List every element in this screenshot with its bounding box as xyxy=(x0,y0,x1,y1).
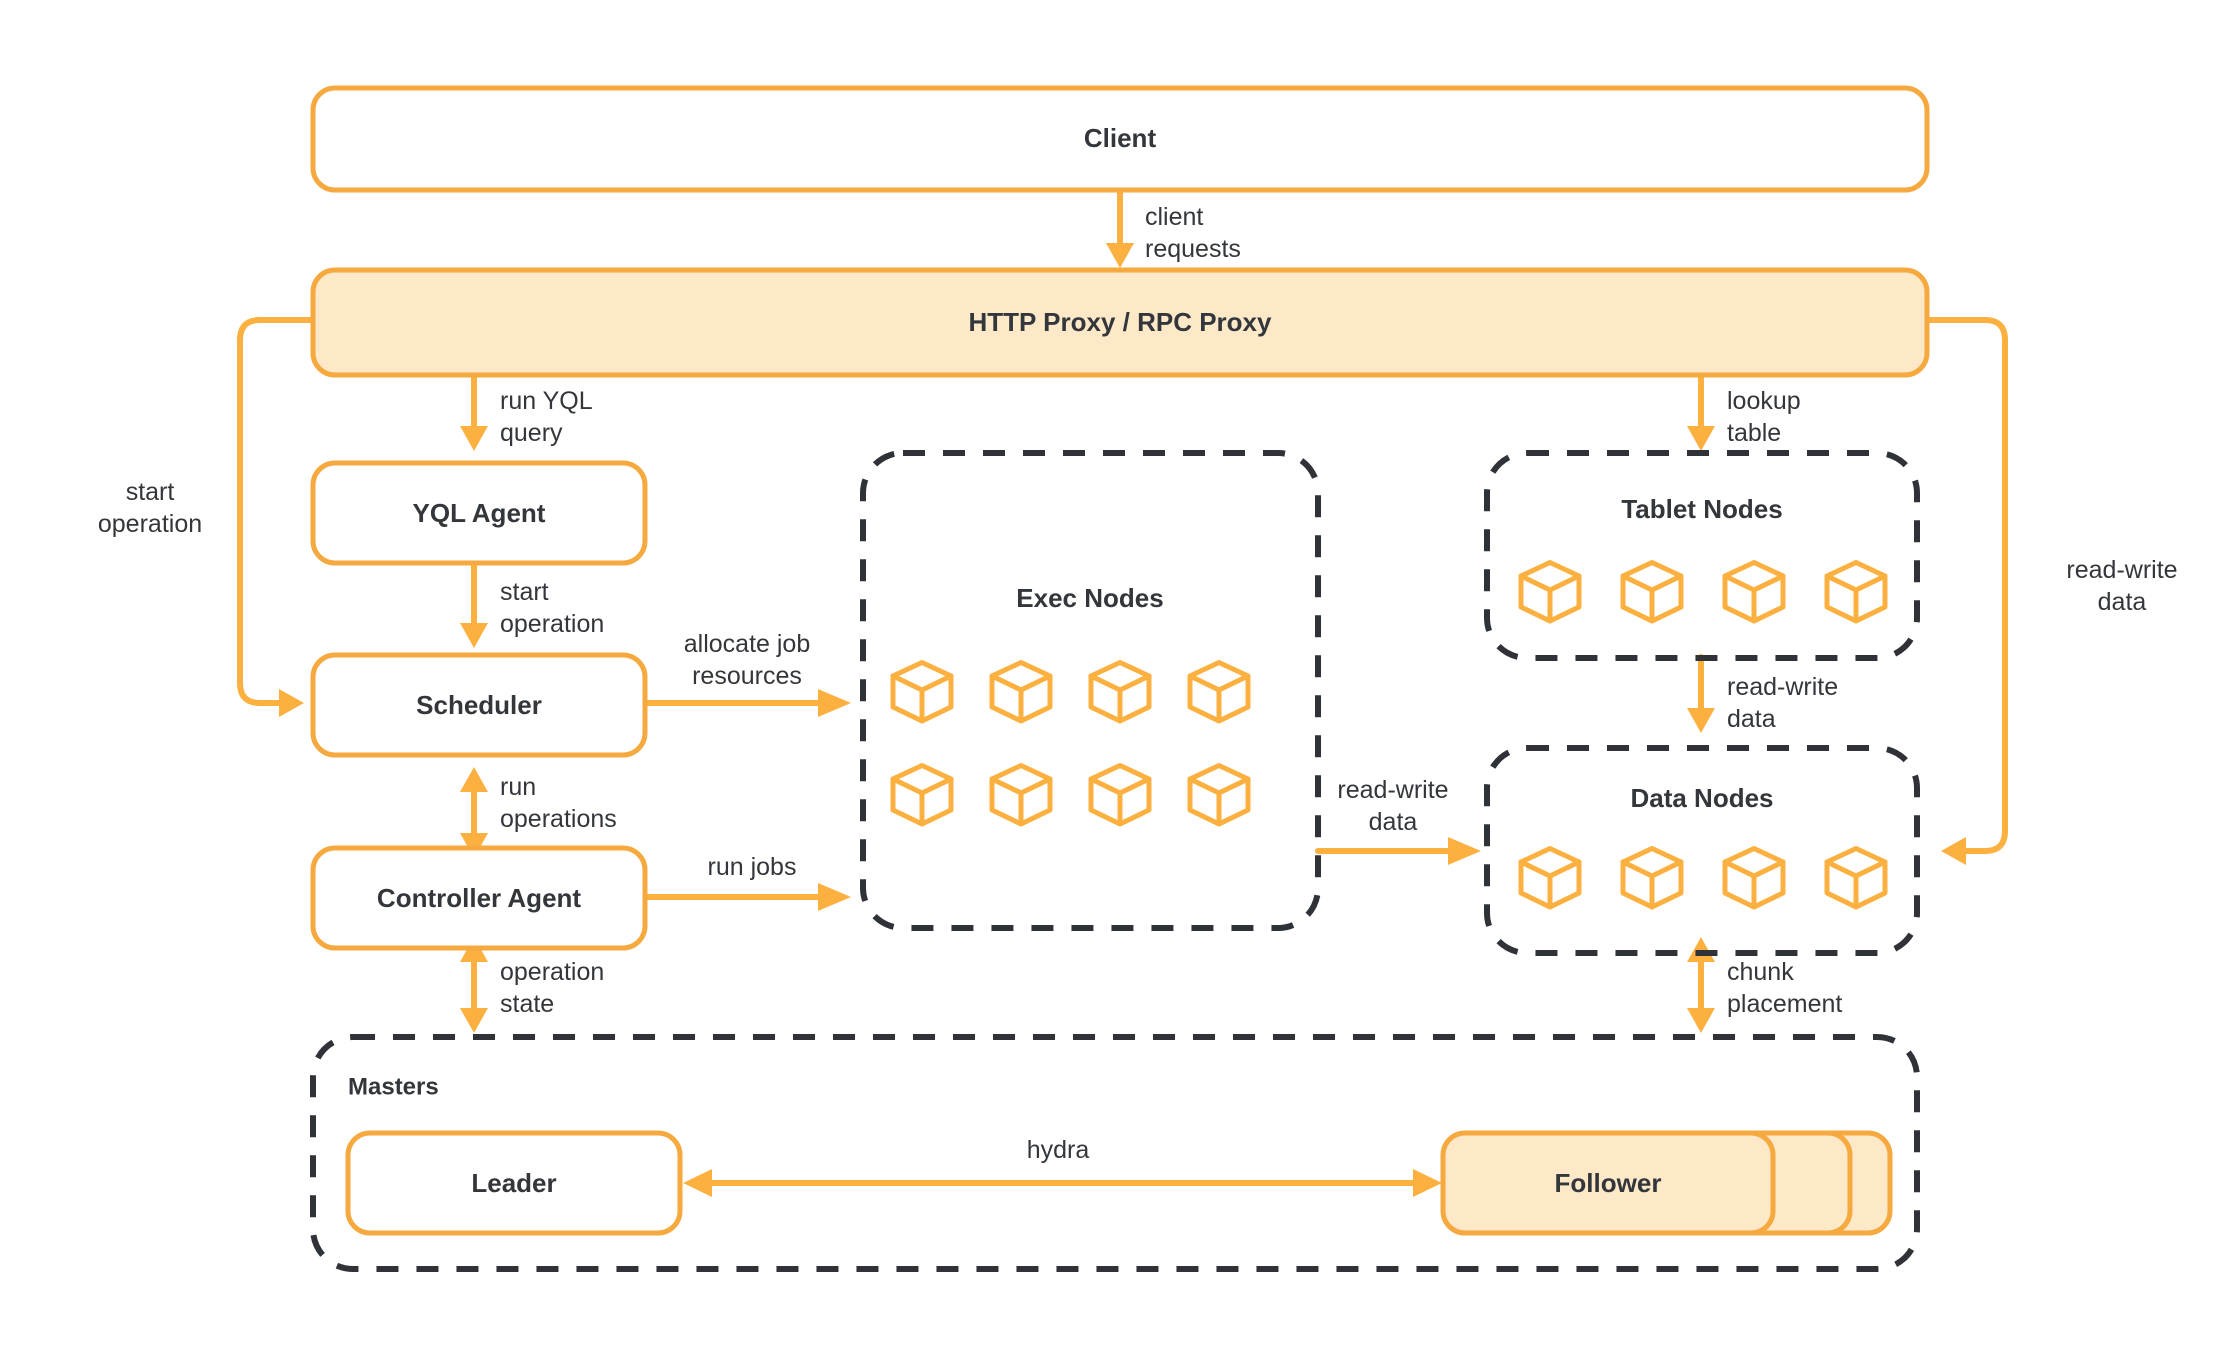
node-label-proxy: HTTP Proxy / RPC Proxy xyxy=(969,307,1272,337)
svg-text:data: data xyxy=(1727,705,1776,733)
edge-label-controller-agent-to-masters: operation state xyxy=(500,958,604,1018)
edge-client-to-proxy xyxy=(1106,187,1134,268)
cube-icon xyxy=(1190,766,1248,825)
edge-proxy-to-scheduler xyxy=(237,317,316,717)
group-title-exec-nodes: Exec Nodes xyxy=(1016,583,1163,613)
edge-label-proxy-to-scheduler: start operation xyxy=(98,478,202,538)
svg-text:resources: resources xyxy=(692,662,802,690)
cube-icon xyxy=(1521,849,1579,908)
svg-text:run YQL: run YQL xyxy=(500,387,593,415)
group-masters: Masters xyxy=(310,1034,1920,1272)
edge-label-proxy-to-tablet-nodes: lookup table xyxy=(1727,387,1801,447)
node-controller-agent[interactable]: Controller Agent xyxy=(310,845,648,951)
follower-stack-card-front xyxy=(1440,1130,1776,1236)
cube-icon xyxy=(1827,849,1885,908)
svg-text:chunk: chunk xyxy=(1727,958,1794,986)
edge-label-leader-follower-hydra: hydra xyxy=(1027,1136,1090,1164)
cube-icon xyxy=(1623,849,1681,908)
node-scheduler[interactable]: Scheduler xyxy=(310,652,648,758)
svg-text:requests: requests xyxy=(1145,235,1241,263)
svg-text:operation: operation xyxy=(98,510,202,538)
tablet-node-cubes xyxy=(1521,563,1885,622)
cube-icon xyxy=(1091,663,1149,722)
cube-icon xyxy=(1091,766,1149,825)
data-node-cubes xyxy=(1521,849,1885,908)
svg-text:start: start xyxy=(126,478,175,506)
node-follower[interactable]: Follower xyxy=(1440,1130,1893,1236)
edge-controller-agent-to-exec-nodes xyxy=(642,883,851,911)
svg-text:allocate job: allocate job xyxy=(684,630,810,658)
edge-label-proxy-to-yql-agent: run YQL query xyxy=(500,387,593,447)
edge-label-tablet-nodes-to-data-nodes: read-write data xyxy=(1727,673,1838,733)
group-exec-nodes: Exec Nodes xyxy=(860,450,1321,931)
cube-icon xyxy=(1190,663,1248,722)
svg-text:operations: operations xyxy=(500,805,617,833)
svg-text:run jobs: run jobs xyxy=(708,853,797,881)
edge-label-data-nodes-to-masters: chunk placement xyxy=(1727,958,1842,1018)
group-title-masters: Masters xyxy=(348,1073,439,1100)
edge-label-controller-agent-to-exec-nodes: run jobs xyxy=(708,853,797,881)
svg-text:placement: placement xyxy=(1727,990,1842,1018)
group-tablet-nodes: Tablet Nodes xyxy=(1484,450,1920,661)
svg-text:run: run xyxy=(500,773,536,801)
svg-text:lookup: lookup xyxy=(1727,387,1801,415)
node-leader[interactable]: Leader xyxy=(345,1130,683,1236)
group-title-tablet-nodes: Tablet Nodes xyxy=(1621,494,1782,524)
svg-text:query: query xyxy=(500,419,563,447)
cube-icon xyxy=(992,766,1050,825)
node-label-controller-agent: Controller Agent xyxy=(377,883,581,913)
cube-icon xyxy=(893,766,951,825)
edge-controller-agent-to-masters xyxy=(460,937,488,1033)
edge-proxy-to-yql-agent xyxy=(460,372,488,451)
edge-tablet-nodes-to-data-nodes xyxy=(1687,654,1715,733)
node-http-rpc-proxy[interactable]: HTTP Proxy / RPC Proxy xyxy=(310,267,1930,378)
edge-label-exec-nodes-to-data-nodes: read-write data xyxy=(1337,776,1448,836)
edge-scheduler-controller-agent xyxy=(460,767,488,858)
node-client[interactable]: Client xyxy=(310,85,1930,193)
svg-text:operation: operation xyxy=(500,610,604,638)
edge-proxy-to-tablet-nodes xyxy=(1687,372,1715,451)
node-label-scheduler: Scheduler xyxy=(416,690,542,720)
edge-label-yql-agent-to-scheduler: start operation xyxy=(500,578,604,638)
cube-icon xyxy=(1725,849,1783,908)
svg-text:read-write: read-write xyxy=(2066,556,2177,584)
edge-label-scheduler-controller-agent: run operations xyxy=(500,773,617,833)
node-label-yql-agent: YQL Agent xyxy=(413,498,546,528)
edge-leader-follower-hydra xyxy=(683,1169,1442,1197)
edge-exec-nodes-to-data-nodes xyxy=(1315,837,1481,865)
node-yql-agent[interactable]: YQL Agent xyxy=(310,460,648,566)
edge-label-client-to-proxy: client requests xyxy=(1145,203,1241,263)
cube-icon xyxy=(1725,563,1783,622)
svg-text:operation: operation xyxy=(500,958,604,986)
svg-text:hydra: hydra xyxy=(1027,1136,1090,1164)
cube-icon xyxy=(1521,563,1579,622)
edge-label-proxy-to-data-nodes: read-write data xyxy=(2066,556,2177,616)
svg-text:read-write: read-write xyxy=(1727,673,1838,701)
svg-text:table: table xyxy=(1727,419,1781,447)
edge-yql-agent-to-scheduler xyxy=(460,560,488,648)
cube-icon xyxy=(992,663,1050,722)
node-label-leader: Leader xyxy=(471,1168,556,1198)
node-label-client: Client xyxy=(1084,123,1157,153)
svg-text:data: data xyxy=(2098,588,2147,616)
svg-text:data: data xyxy=(1369,808,1418,836)
cube-icon xyxy=(1827,563,1885,622)
svg-text:client: client xyxy=(1145,203,1203,231)
edge-label-scheduler-to-exec-nodes: allocate job resources xyxy=(684,630,810,690)
svg-text:start: start xyxy=(500,578,549,606)
exec-node-cubes xyxy=(893,663,1248,825)
cube-icon xyxy=(1623,563,1681,622)
group-data-nodes: Data Nodes xyxy=(1484,745,1920,956)
cube-icon xyxy=(893,663,951,722)
node-label-follower: Follower xyxy=(1555,1168,1662,1198)
edge-proxy-to-data-nodes xyxy=(1924,317,2008,865)
svg-text:read-write: read-write xyxy=(1337,776,1448,804)
svg-text:state: state xyxy=(500,990,554,1018)
group-title-data-nodes: Data Nodes xyxy=(1630,783,1773,813)
edge-scheduler-to-exec-nodes xyxy=(642,689,851,717)
